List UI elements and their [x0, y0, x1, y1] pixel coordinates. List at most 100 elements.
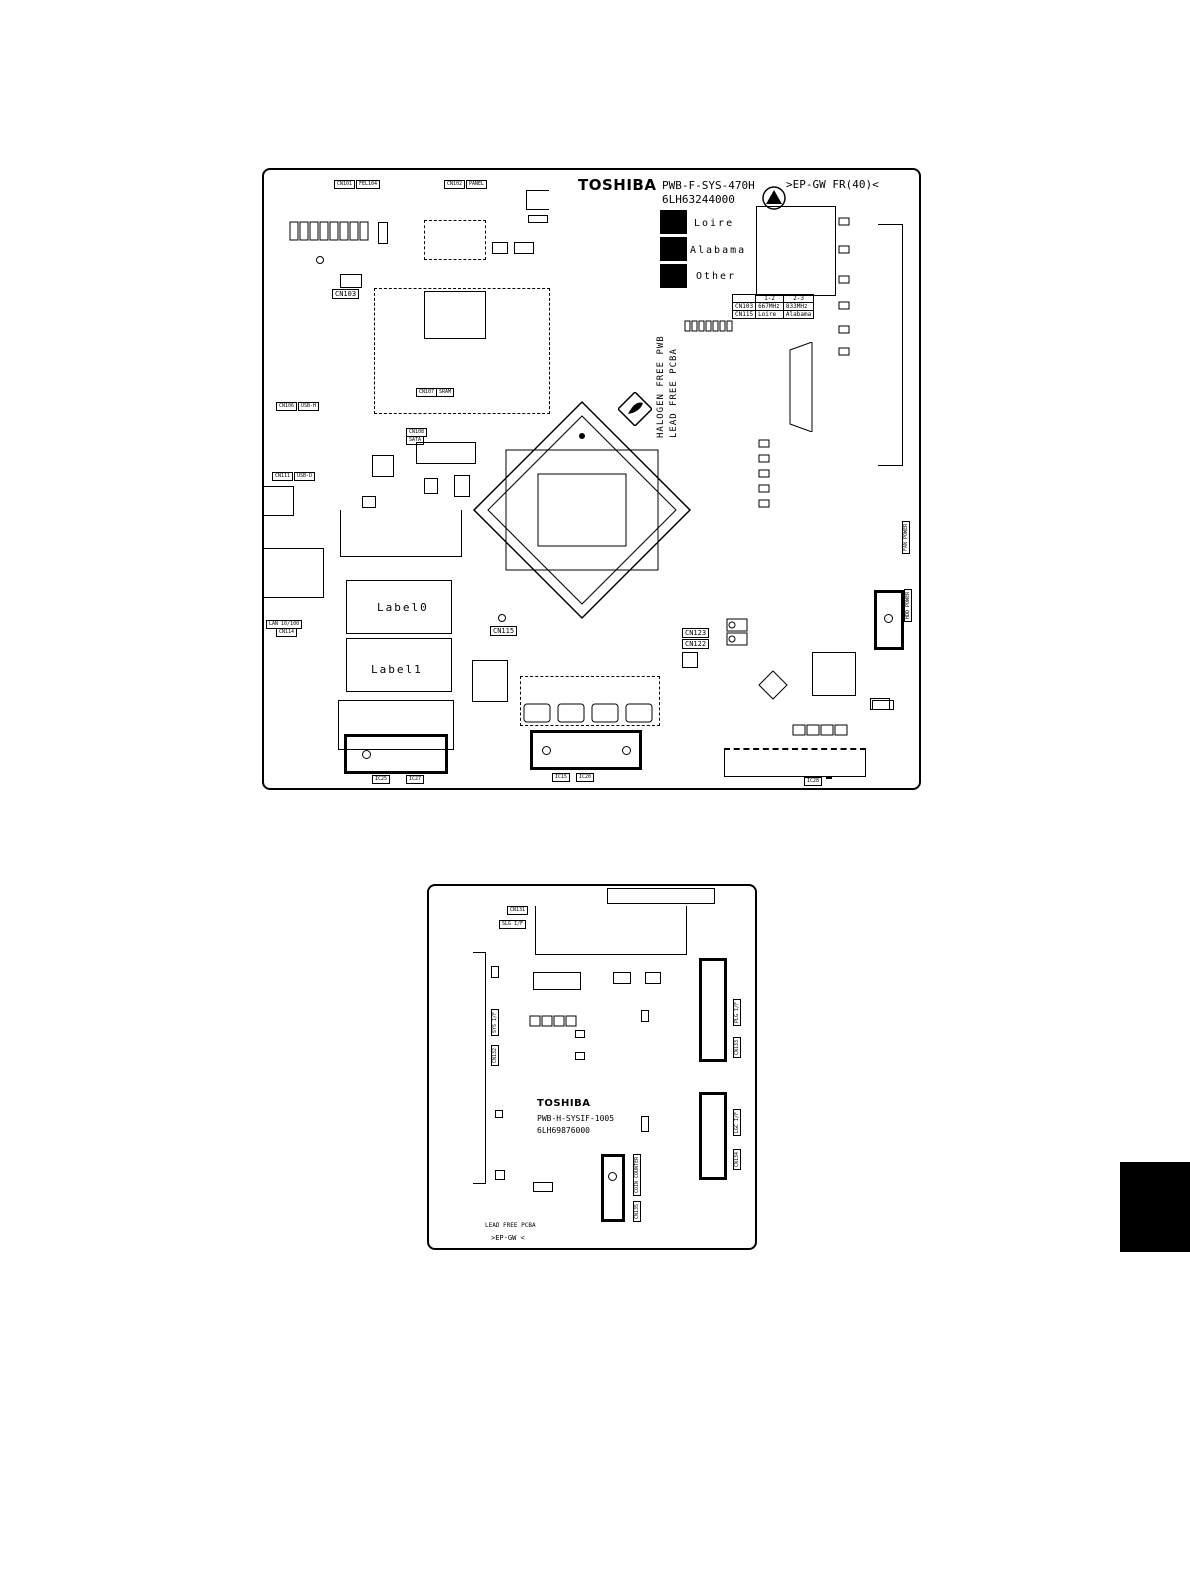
leaf-logo-icon [616, 390, 654, 428]
label-sata: SATA [406, 436, 425, 445]
inductor-block [472, 660, 508, 702]
mount-hole-2 [498, 614, 506, 622]
ic-block-3 [424, 291, 486, 339]
label-cn119: IC15 [552, 773, 571, 782]
bottom-left-connector-frame [338, 700, 454, 750]
table-cell: Alabama [782, 310, 815, 319]
table-cell: 1-2 [755, 294, 784, 303]
main-board-model: PWB-F-SYS-470H [662, 179, 755, 192]
label-cn133: CN133 [733, 1036, 741, 1058]
sub-board-part-number: 6LH69876000 [537, 1126, 590, 1135]
main-board-brand: TOSHIBA [578, 176, 657, 194]
label-cn134: CN134 [733, 1148, 741, 1170]
ic-block-1 [492, 242, 508, 254]
resistor-array-row [288, 220, 374, 242]
chip-right-square [812, 652, 856, 696]
chip-square [372, 455, 394, 477]
power-connector-hole-right [622, 746, 631, 755]
table-row: CN115 Loire Alabama [731, 310, 815, 319]
main-board-marking: >EP-GW FR(40)< [786, 178, 879, 191]
label-coin-counter: COIN COUNTER [633, 1153, 641, 1196]
sata-connector [416, 442, 476, 464]
chip-mid-1 [682, 652, 698, 668]
label-usb-h: USB-H [298, 402, 320, 411]
ic-area-outline [374, 288, 550, 414]
hdd-power-connector [874, 590, 904, 650]
plg-if-connector [699, 958, 727, 1062]
variant-pad-alabama [660, 237, 687, 261]
lan-connector [264, 548, 324, 598]
variant-other: Other [696, 271, 737, 282]
ic-small-9 [495, 1170, 505, 1180]
sub-board-marking: >EP-GW < [491, 1234, 525, 1242]
variant-loire: Loire [694, 218, 735, 229]
connector-cn103-label: CN103 [332, 289, 360, 299]
ic-small-5 [575, 1052, 585, 1060]
label-fel104: FEL104 [356, 180, 381, 189]
label-cn132: CN132 [491, 1044, 499, 1066]
table-cell: Loire [755, 310, 784, 319]
sub-board-lead-free: LEAD FREE PCBA [485, 1222, 536, 1229]
label-cn120: IC25 [372, 775, 391, 784]
variant-alabama: Alabama [690, 245, 747, 256]
label-sram: SRAM [436, 388, 455, 397]
label0-text: Label0 [377, 601, 429, 614]
label-fan-power: FAN POWER [902, 520, 910, 554]
ic-small-10 [533, 1182, 553, 1192]
top-connector-outline [535, 906, 687, 955]
table-cell [731, 294, 757, 303]
label1-box: Label1 [346, 638, 452, 692]
connector-cn123-label: CN123 [682, 628, 710, 638]
table-cell: 2-3 [782, 294, 815, 303]
coin-counter-hole [608, 1172, 617, 1181]
label-cn111: CN111 [272, 472, 294, 481]
table-cell: CN115 [731, 310, 757, 319]
variant-pad-other [660, 264, 687, 288]
sub-board: CN131 SLG I/F CN132 SYS I/F CN133 PLG I/… [427, 884, 757, 1250]
table-row: CN103 667MHz 833MHz [731, 302, 815, 311]
cpu-chip [756, 206, 836, 296]
soc-package [472, 400, 692, 620]
label-lgc-if: LGC I/F [733, 1108, 741, 1136]
fax-connector [724, 748, 866, 777]
lgc-if-connector [699, 1092, 727, 1180]
ic-small-1 [491, 966, 499, 978]
top-pin-header [607, 888, 715, 904]
bracket-shape [526, 190, 549, 210]
ic-block-4 [528, 215, 548, 223]
ic5-outline [424, 220, 486, 260]
table-row: 1-2 2-3 [731, 294, 815, 303]
power-connector [530, 730, 642, 770]
triangle-mark-icon [762, 186, 786, 210]
ic-small-4 [575, 1030, 585, 1038]
jtag-connector [344, 734, 448, 774]
chip-left-3 [454, 475, 470, 497]
label-cn131: CN131 [507, 906, 529, 915]
label-plg-if: PLG I/F [733, 998, 741, 1026]
ic-block-2 [514, 242, 534, 254]
ic-small-6 [641, 1010, 649, 1022]
main-board-part-number: 6LH63244000 [662, 193, 735, 206]
label-slg-if: SLG I/F [499, 920, 527, 929]
jumper-row [684, 318, 734, 332]
halogen-free-text: HALOGEN FREE PWB [656, 335, 666, 438]
hdd-power-hole [884, 614, 893, 623]
connector-cn115-label: CN115 [490, 626, 518, 636]
connector-cn122-label: CN122 [682, 639, 710, 649]
power-connector-hole-left [542, 746, 551, 755]
label-power: IC20 [576, 773, 595, 782]
table-cell: CN103 [731, 302, 757, 311]
sub-board-brand: TOSHIBA [537, 1098, 591, 1109]
label-sys-if: SYS I/F [491, 1008, 499, 1036]
jtag-hole [362, 750, 371, 759]
main-board: TOSHIBA PWB-F-SYS-470H 6LH63244000 >EP-G… [262, 168, 921, 790]
left-edge-connector-outline [473, 952, 486, 1184]
chip-bottom-right [870, 698, 890, 710]
mount-hole [316, 256, 324, 264]
label-hdd-power: HDD POWER [904, 588, 912, 622]
diamond-chip [758, 670, 788, 700]
resistor-row-bottom [792, 722, 862, 736]
chip-left-2 [424, 478, 438, 494]
resistor-array-sub [529, 1012, 589, 1027]
ic-small-7 [641, 1116, 649, 1132]
